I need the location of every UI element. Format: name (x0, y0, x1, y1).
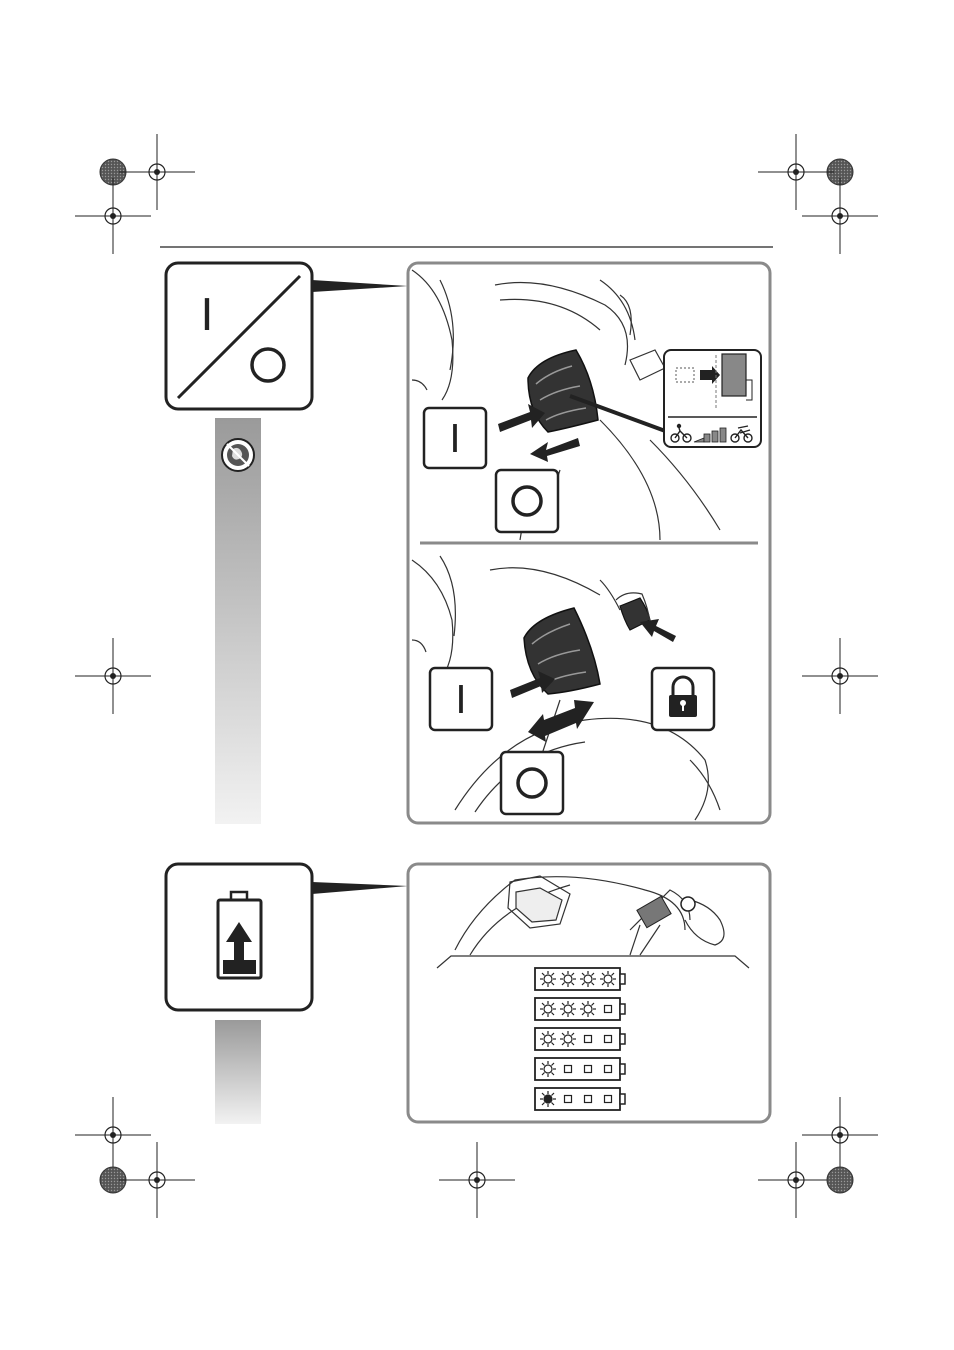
gradient-bar (215, 418, 261, 824)
led-off (605, 1096, 612, 1103)
on-button-icon: I (424, 408, 486, 468)
led-row (535, 968, 625, 990)
sunburst-led-icon (540, 1001, 556, 1017)
section-on-off: I (166, 263, 770, 824)
registration-mark-icon (119, 134, 195, 210)
led-row-battery-tip (620, 1094, 625, 1104)
callout-pointer (312, 280, 408, 292)
on-symbol: I (201, 290, 214, 341)
svg-text:I: I (455, 678, 466, 722)
led-row (535, 1058, 625, 1080)
led-row-battery-tip (620, 1004, 625, 1014)
sunburst-led-icon (560, 971, 576, 987)
led-off (565, 1066, 572, 1073)
sunburst-led-icon (540, 971, 556, 987)
battery-level-indicator (535, 968, 625, 1110)
sunburst-led-icon (580, 1001, 596, 1017)
registration-mark-icon (802, 638, 878, 714)
registration-mark-icon (802, 1097, 878, 1173)
illustration-panel-battery (408, 864, 770, 1122)
led-off (605, 1036, 612, 1043)
callout-pointer (312, 882, 408, 894)
registration-mark-icon (802, 178, 878, 254)
zoom-detail (664, 350, 761, 447)
led-off (565, 1096, 572, 1103)
led-off (585, 1096, 592, 1103)
on-button-icon-lower: I (430, 668, 492, 730)
led-row-battery-tip (620, 974, 625, 984)
led-off (585, 1036, 592, 1043)
led-row-battery-tip (620, 1064, 625, 1074)
sunburst-led-icon (540, 1061, 556, 1077)
registration-mark-icon (758, 1142, 834, 1218)
off-button-icon-lower (501, 752, 563, 814)
sunburst-led-icon (600, 971, 616, 987)
section-battery-level (166, 864, 770, 1124)
led-row (535, 1088, 625, 1110)
svg-text:I: I (449, 417, 460, 461)
no-hand-touch-icon (222, 439, 254, 471)
battery-charge-icon (166, 864, 312, 1010)
sunburst-led-icon (580, 971, 596, 987)
led-row (535, 998, 625, 1020)
led-off (605, 1006, 612, 1013)
led-off (585, 1066, 592, 1073)
registration-mark-icon (119, 1142, 195, 1218)
registration-mark-icon (75, 638, 151, 714)
led-row-battery-tip (620, 1034, 625, 1044)
gradient-bar (215, 1020, 261, 1124)
registration-mark-icon (827, 1167, 853, 1193)
registration-mark-icon (439, 1142, 515, 1218)
registration-mark-icon (75, 178, 151, 254)
led-blinking-dot (544, 1095, 552, 1103)
led-row (535, 1028, 625, 1050)
lock-icon (652, 668, 714, 730)
sunburst-led-icon (560, 1001, 576, 1017)
on-off-icon: I (166, 263, 312, 409)
registration-mark-icon (75, 1097, 151, 1173)
registration-mark-icon (758, 134, 834, 210)
sunburst-led-icon (560, 1031, 576, 1047)
led-off (605, 1066, 612, 1073)
sunburst-led-icon (540, 1031, 556, 1047)
off-button-icon (496, 470, 558, 532)
